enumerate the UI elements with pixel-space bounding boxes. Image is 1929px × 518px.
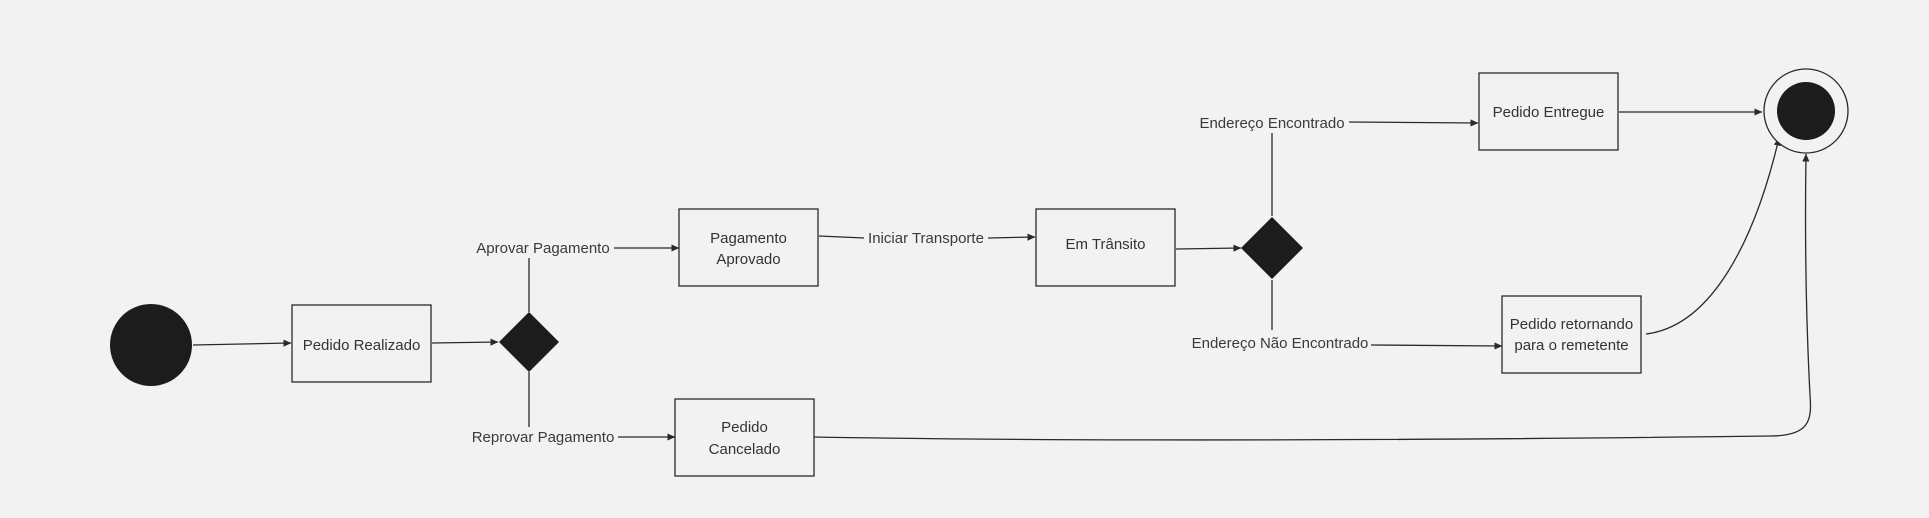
transition-iniciar-transporte-label: Iniciar Transporte [868,230,984,247]
state-pedido-entregue-label: Pedido Entregue [1493,104,1605,121]
edge-nao-encontrado-to-pedido-retornando [1370,342,1503,350]
state-pedido-cancelado-line1: Pedido [721,419,768,436]
edge-pagamento-aprovado-to-iniciar [818,235,865,239]
state-pedido-retornando: Pedido retornando para o remetente [1501,295,1642,374]
edge-pedido-cancelado-to-end [812,153,1812,441]
state-pagamento-aprovado-line1: Pagamento [710,230,787,247]
state-pagamento-aprovado-line2: Aprovado [716,251,780,268]
edge-em-transito-to-decision2 [1175,244,1242,252]
decision-endereco [1241,217,1303,279]
transition-endereco-encontrado-label: Endereço Encontrado [1199,115,1344,132]
state-pedido-cancelado-line2: Cancelado [709,441,781,458]
state-pedido-realizado-label: Pedido Realizado [303,337,421,354]
final-state [1777,82,1835,140]
state-em-transito-label: Em Trânsito [1065,236,1145,253]
transition-aprovar-pagamento-label: Aprovar Pagamento [476,240,609,257]
state-pedido-entregue: Pedido Entregue [1478,72,1619,151]
edge-pedido-realizado-to-decision [431,338,499,346]
state-em-transito: Em Trânsito [1035,208,1176,287]
state-pagamento-aprovado: Pagamento Aprovado [678,208,819,287]
state-pedido-retornando-line2: para o remetente [1514,337,1628,354]
state-pedido-retornando-line1: Pedido retornando [1510,316,1633,333]
transition-reprovar-pagamento-label: Reprovar Pagamento [472,429,615,446]
edge-pedido-retornando-to-end [1645,137,1781,335]
decision-pagamento [499,312,559,372]
edge-start-to-pedido-realizado [192,339,292,347]
edge-encontrado-to-pedido-entregue [1348,119,1479,127]
edge-iniciar-to-em-transito [987,233,1036,241]
initial-state [110,304,192,386]
transition-endereco-nao-encontrado-label: Endereço Não Encontrado [1192,335,1369,352]
state-pedido-cancelado: Pedido Cancelado [674,398,815,477]
state-pedido-realizado: Pedido Realizado [291,304,432,383]
